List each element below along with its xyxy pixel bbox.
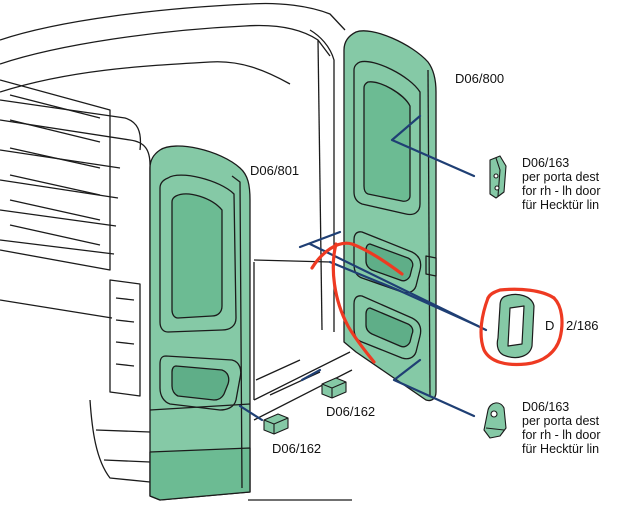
leader-right-stop: [300, 368, 322, 382]
label-hinge-upper-line-2: for rh - lh door: [522, 184, 601, 198]
leader-lower-hinge: [392, 358, 476, 418]
door-stop-icon: [321, 377, 347, 399]
label-hinge-upper-line-1: per porta dest: [522, 170, 600, 184]
label-hinge-upper-code: D06/163: [522, 156, 570, 170]
red-scribble-annotation: [310, 241, 564, 367]
door-handle-icon: [496, 293, 535, 359]
door-stop-icon-left: [263, 413, 289, 435]
van-body-outline: [0, 2, 353, 501]
label-handle-prefix: D: [545, 318, 555, 333]
leader-upper-hinge: [390, 114, 476, 178]
label-hinge-upper-line-3: für Hecktür lin: [522, 198, 600, 212]
right-door-panel: [343, 30, 437, 402]
label-hinge-lower-line-2: for rh - lh door: [522, 428, 601, 442]
label-left-door: D06/801: [250, 163, 300, 178]
leader-left-stop: [238, 404, 264, 422]
label-hinge-lower-code: D06/163: [522, 400, 570, 414]
label-stop-left: D06/162: [272, 441, 322, 456]
left-door-panel: [149, 145, 251, 501]
label-hinge-lower-line-3: für Hecktür lin: [522, 442, 600, 456]
label-stop-right: D06/162: [326, 404, 376, 419]
hinge-icon: [489, 155, 507, 199]
label-right-door: D06/800: [455, 71, 505, 86]
label-handle-suffix: 2/186: [566, 318, 599, 333]
leader-lines: [238, 114, 488, 422]
hinge-icon-lower: [483, 402, 507, 439]
leader-handle-b: [328, 260, 480, 328]
label-hinge-lower-line-1: per porta dest: [522, 414, 600, 428]
